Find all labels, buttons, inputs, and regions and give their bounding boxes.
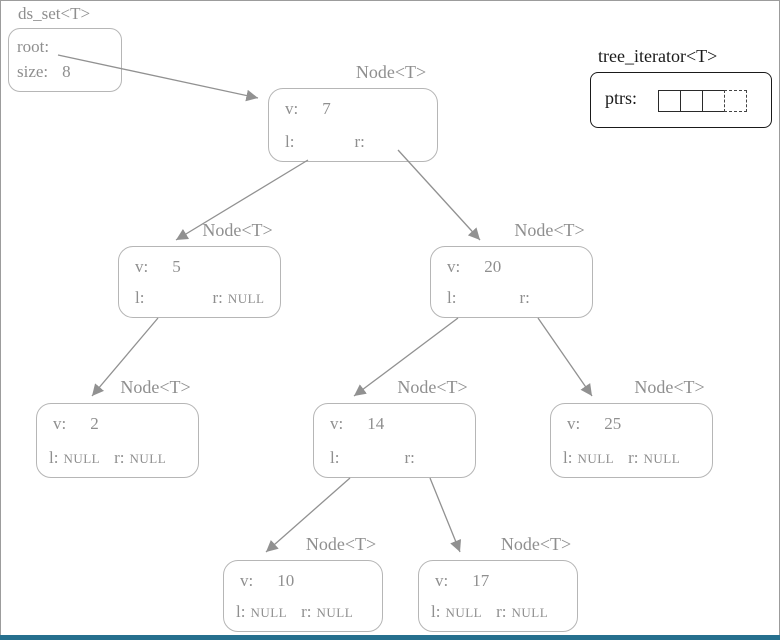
ds-set-box: root: size: 8 <box>8 28 122 92</box>
null-value: NULL <box>227 291 265 306</box>
v-label: v: <box>53 414 67 433</box>
r-label: r: <box>114 448 125 467</box>
root-label: root: <box>17 37 50 56</box>
r-label: r: <box>496 602 507 621</box>
node-title: Node<T> <box>355 62 427 82</box>
edge-7-right-to-20 <box>397 149 481 241</box>
edge-20-right-to-25 <box>537 317 593 397</box>
ptr-cell <box>658 90 681 112</box>
node-title: Node<T> <box>202 220 273 240</box>
ptr-cell-dashed <box>724 90 747 112</box>
ptr-cell <box>680 90 703 112</box>
ptrs-label: ptrs: <box>605 88 638 108</box>
null-value: NULL <box>250 605 288 620</box>
r-label: r: <box>301 602 312 621</box>
node-value: 2 <box>90 414 99 433</box>
node-value: 25 <box>604 414 622 433</box>
null-value: NULL <box>316 605 354 620</box>
l-label: l: <box>563 448 573 467</box>
tree-node-2: Node<T> v: 2 l: NULL r: NULL <box>36 377 199 478</box>
edge-14-right-to-17 <box>429 477 462 553</box>
l-label: l: <box>135 288 145 307</box>
l-label: l: <box>49 448 59 467</box>
l-label: l: <box>431 602 441 621</box>
node-value: 17 <box>472 571 490 590</box>
tree-node-5: Node<T> v: 5 l: r: NULL <box>118 220 281 318</box>
tree-iterator-box: ptrs: <box>590 72 772 128</box>
r-label: r: <box>628 448 639 467</box>
l-label: l: <box>330 448 340 467</box>
node-value: 5 <box>172 257 181 276</box>
size-value: 8 <box>62 62 71 81</box>
v-label: v: <box>135 257 149 276</box>
v-label: v: <box>435 571 449 590</box>
null-value: NULL <box>63 451 101 466</box>
node-value: 7 <box>322 99 331 118</box>
tree-node-17: Node<T> v: 17 l: NULL r: NULL <box>418 534 578 632</box>
ptrs-array <box>658 90 747 112</box>
node-title: Node<T> <box>120 377 191 397</box>
l-label: l: <box>236 602 246 621</box>
null-value: NULL <box>577 451 615 466</box>
node-title: Node<T> <box>514 220 585 240</box>
bottom-accent-bar <box>0 635 780 640</box>
null-value: NULL <box>129 451 167 466</box>
l-label: l: <box>285 132 295 151</box>
node-title: Node<T> <box>397 377 468 397</box>
v-label: v: <box>240 571 254 590</box>
node-title: Node<T> <box>634 377 705 397</box>
l-label: l: <box>447 288 457 307</box>
tree-node-14: Node<T> v: 14 l: r: <box>313 377 476 478</box>
node-value: 20 <box>484 257 502 276</box>
ds-set-title: ds_set<T> <box>18 4 91 23</box>
null-value: NULL <box>445 605 483 620</box>
v-label: v: <box>330 414 344 433</box>
node-title: Node<T> <box>305 534 377 554</box>
node-value: 10 <box>277 571 295 590</box>
v-label: v: <box>447 257 461 276</box>
v-label: v: <box>567 414 581 433</box>
null-value: NULL <box>643 451 681 466</box>
null-value: NULL <box>511 605 549 620</box>
ptr-cell <box>702 90 725 112</box>
tree-node-25: Node<T> v: 25 l: NULL r: NULL <box>550 377 713 478</box>
r-label: r: <box>519 288 530 307</box>
tree-node-20: Node<T> v: 20 l: r: <box>430 220 593 318</box>
r-label: r: <box>354 132 365 151</box>
size-label: size: <box>17 62 49 81</box>
tree-node-7: Node<T> v: 7 l: r: <box>268 62 438 162</box>
tree-iterator-title: tree_iterator<T> <box>598 46 718 66</box>
tree-node-10: Node<T> v: 10 l: NULL r: NULL <box>223 534 383 632</box>
node-value: 14 <box>367 414 385 433</box>
v-label: v: <box>285 99 299 118</box>
r-label: r: <box>212 288 223 307</box>
node-title: Node<T> <box>500 534 572 554</box>
r-label: r: <box>404 448 415 467</box>
